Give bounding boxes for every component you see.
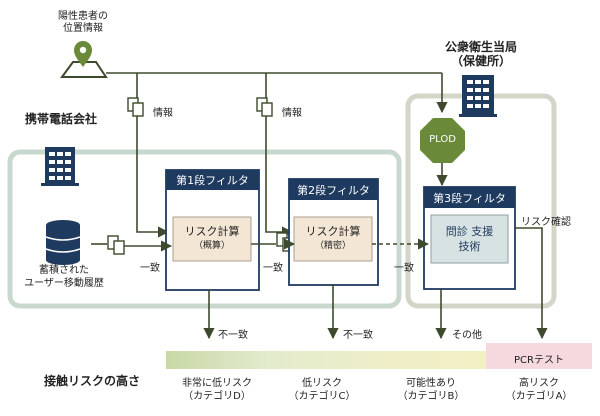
category-a-sub: （カテゴリA） [505, 391, 573, 402]
risk-height-label: 接触リスクの高さ [44, 374, 141, 388]
filter1-calc-box [172, 216, 252, 262]
filter1-title: 第1段フィルタ [176, 174, 249, 187]
risk-confirm-label: リスク確認 [521, 217, 571, 228]
filter2-calc-text: リスク計算 [305, 225, 361, 238]
category-b-sub: （カテゴリB） [397, 391, 465, 402]
carrier-building-icon [41, 147, 79, 186]
category-c: 低リスク （カテゴリC） [268, 377, 376, 403]
public-health-label-line1: 公衆衛生当局 [444, 40, 517, 54]
filter2-title: 第2段フィルタ [297, 184, 370, 197]
filter2-calc-label: リスク計算 （精密） [294, 225, 372, 253]
user-history-label: 蓄積された ユーザー移動履歴 [14, 264, 114, 290]
filter1-calc-text: リスク計算 [184, 225, 240, 238]
risk-bar-a [486, 343, 592, 369]
filter3-support-label: 問診 支援 技術 [431, 224, 508, 254]
document-icon [127, 97, 144, 117]
document-icon [256, 97, 273, 117]
info-to-filter2-arrow [265, 73, 294, 238]
carrier-label: 携帯電話会社 [25, 112, 98, 126]
database-icon [45, 220, 81, 265]
filter3-title: 第3段フィルタ [433, 192, 506, 205]
location-label-line1: 陽性患者の [58, 11, 108, 22]
match-label-3: 一致 [394, 263, 414, 274]
location-pin-icon [60, 41, 108, 78]
category-d-title: 非常に低リスク [182, 378, 252, 389]
filter3-support-line1: 問診 支援 [445, 225, 494, 238]
risk-bar-c [268, 351, 376, 369]
location-label: 陽性患者の 位置情報 [44, 11, 122, 35]
carrier-region [7, 149, 402, 309]
filter1-header [166, 170, 259, 190]
category-d-sub: （カテゴリD） [183, 391, 251, 402]
public-health-building-icon [459, 75, 497, 117]
filter2-calc-sub: （精密） [314, 241, 351, 251]
mismatch-label-2: 不一致 [343, 330, 373, 341]
category-b: 可能性あり （カテゴリB） [376, 377, 486, 403]
other-label: その他 [452, 330, 482, 341]
public-health-label-line2: （保健所） [450, 54, 511, 68]
info-to-filter1-arrow [136, 73, 170, 238]
info-label-2: 情報 [282, 108, 302, 119]
document-icon [107, 235, 125, 255]
filter3-support-box [430, 214, 509, 264]
category-c-sub: （カテゴリC） [288, 391, 356, 402]
category-b-title: 可能性あり [406, 378, 456, 389]
match-label-2: 一致 [263, 263, 283, 274]
filter2-header [289, 179, 378, 200]
category-a: 高リスク （カテゴリA） [486, 377, 592, 403]
risk-bar-d [166, 351, 268, 369]
filter3-support-line2: 技術 [458, 240, 481, 253]
user-history-label-line1: 蓄積された [39, 265, 89, 276]
info-label-1: 情報 [153, 108, 173, 119]
risk-confirm-arrow [515, 227, 548, 340]
pcr-label: PCRテスト [514, 355, 564, 366]
public-health-label: 公衆衛生当局 （保健所） [436, 40, 526, 68]
mismatch-label-1: 不一致 [218, 330, 248, 341]
match-label-1: 一致 [140, 263, 160, 274]
plod-octagon [420, 118, 465, 163]
category-c-title: 低リスク [302, 378, 342, 389]
user-history-label-line2: ユーザー移動履歴 [24, 278, 104, 289]
filter1-calc-label: リスク計算 （概算） [173, 225, 251, 253]
location-label-line2: 位置情報 [63, 23, 103, 34]
filter3-header [424, 187, 515, 208]
risk-bar-b [376, 351, 486, 369]
category-a-title: 高リスク [519, 378, 559, 389]
plod-label: PLOD [429, 134, 456, 145]
category-d: 非常に低リスク （カテゴリD） [166, 377, 268, 403]
filter1-calc-sub: （概算） [193, 241, 230, 251]
filter2-calc-box [293, 216, 373, 262]
